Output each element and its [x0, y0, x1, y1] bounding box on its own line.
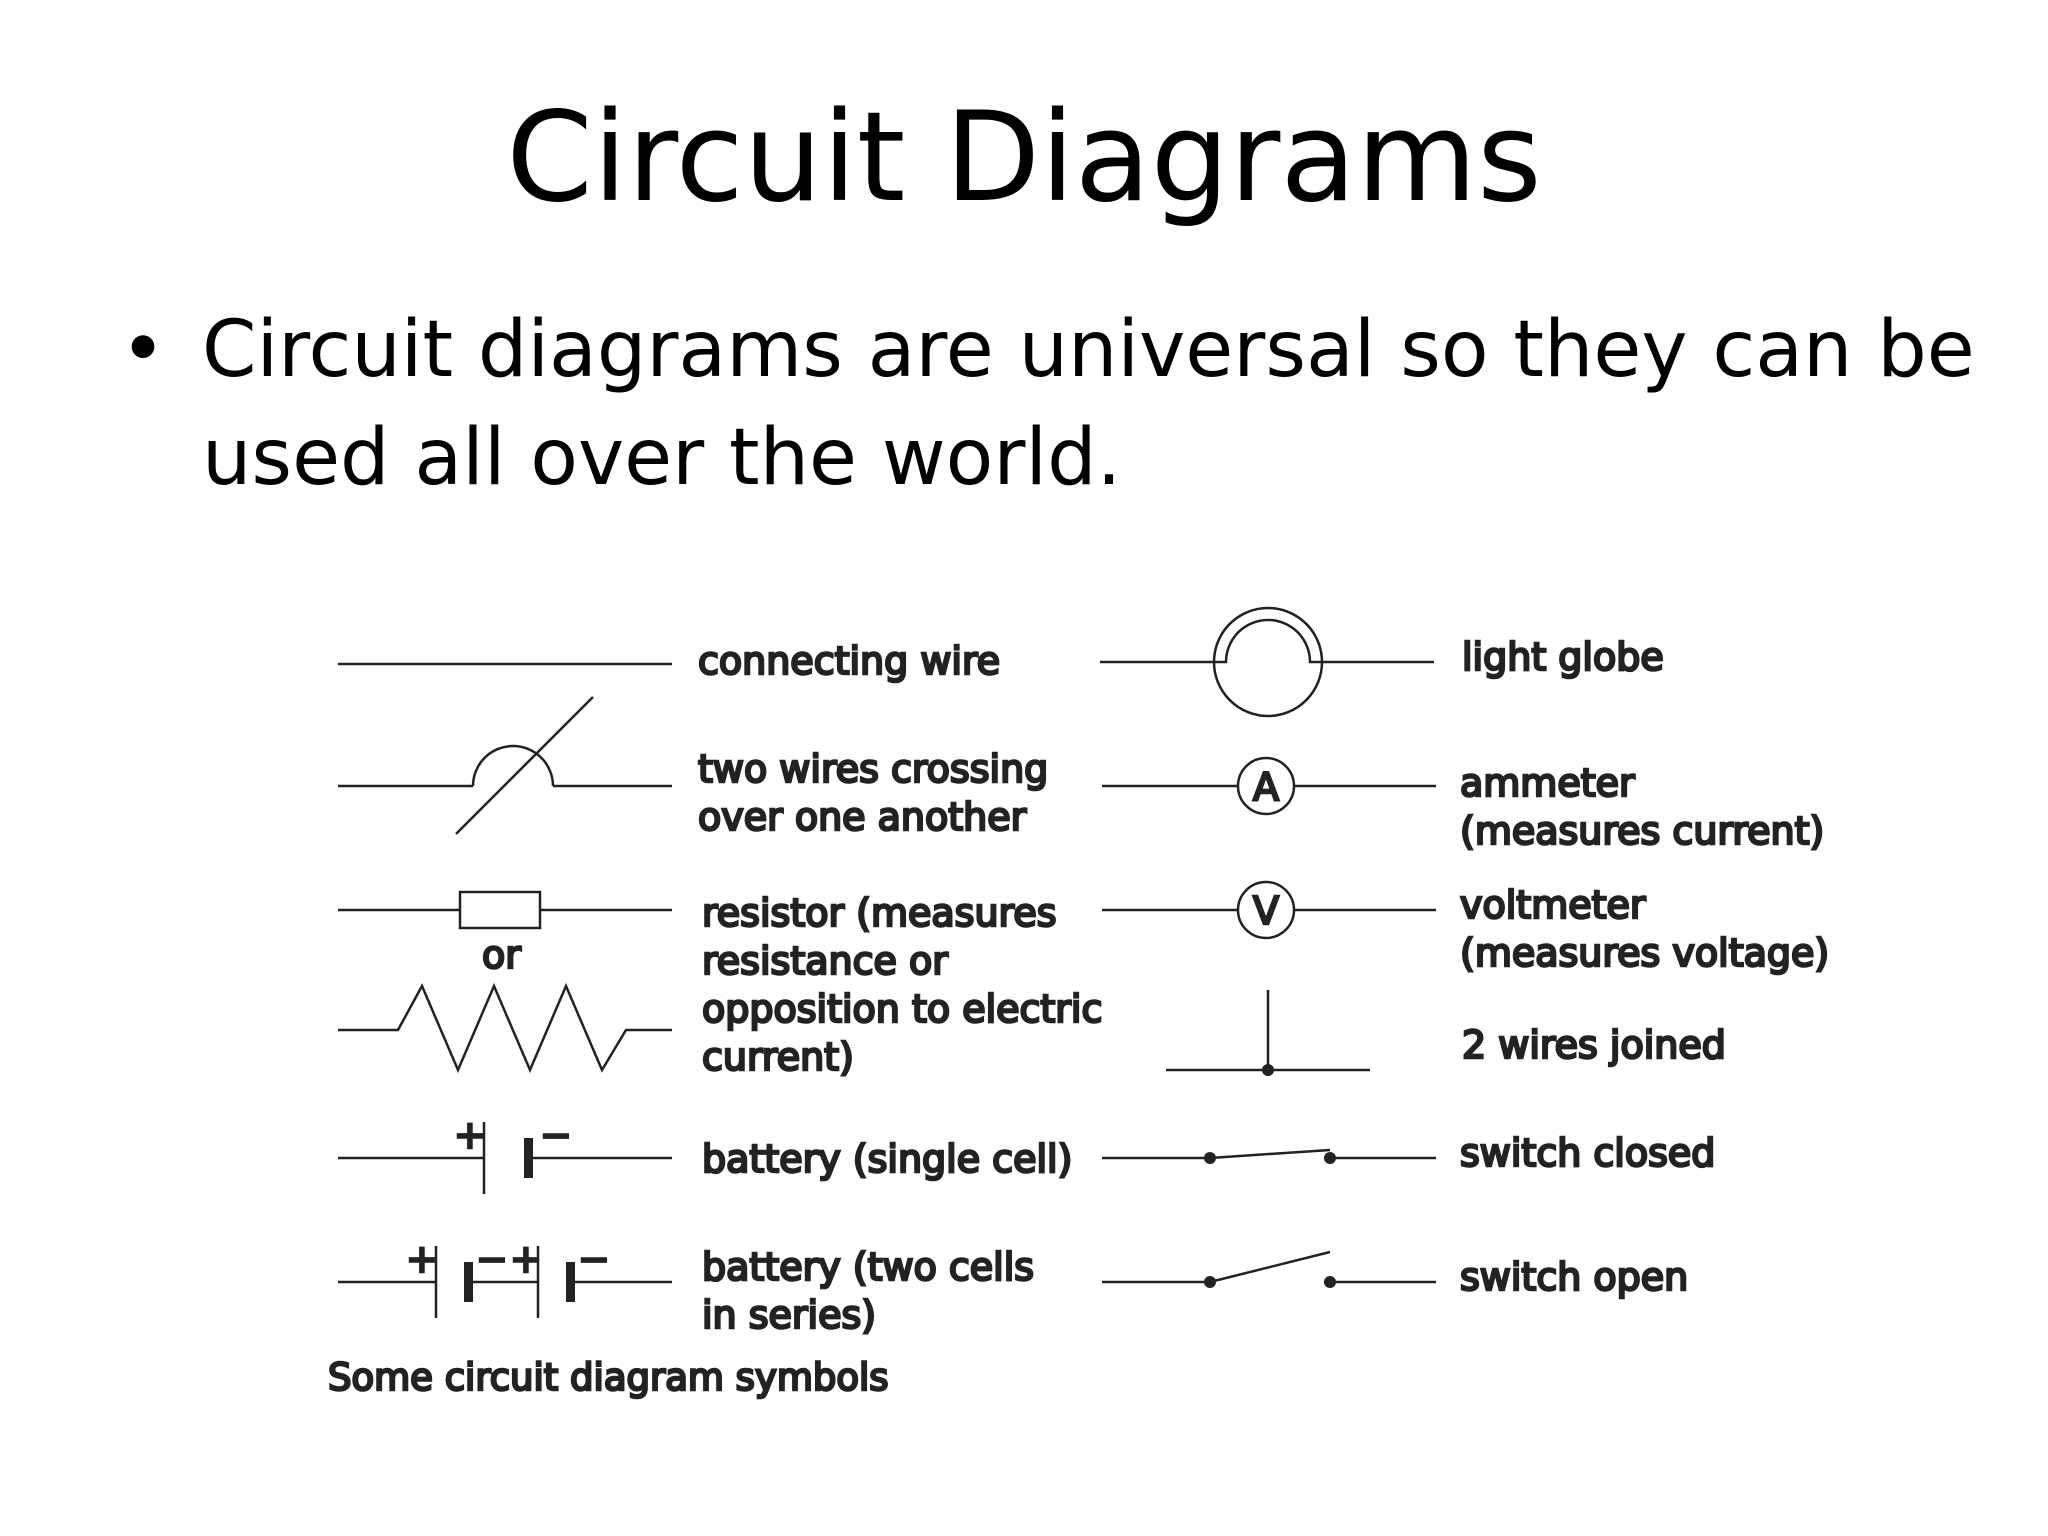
ammeter-label-line-2: (measures current) [1460, 809, 1824, 853]
resistor-or-label: or [482, 933, 521, 977]
diagram-caption: Some circuit diagram symbols [328, 1356, 889, 1399]
light-globe-label: light globe [1462, 635, 1664, 679]
resistor-label-line-4: current) [702, 1035, 854, 1079]
voltmeter-label-line-1: voltmeter [1460, 883, 1646, 927]
ammeter-label-line-1: ammeter [1460, 761, 1635, 805]
ammeter-symbol [1102, 756, 1436, 816]
wires-crossing-label-line-2: over one another [698, 795, 1027, 839]
battery-series-symbol [338, 1246, 672, 1318]
wires-crossing-label-line-1: two wires crossing [698, 747, 1048, 791]
light-globe-symbol [1100, 606, 1434, 718]
resistor-label-line-1: resistor (measures [702, 891, 1057, 935]
wires-crossing-symbol [338, 696, 672, 835]
switch-open-label: switch open [1460, 1255, 1688, 1299]
battery-series-plus-1: + [406, 1237, 438, 1281]
resistor-label-line-3: opposition to electric [702, 987, 1102, 1031]
connecting-wire-label: connecting wire [698, 639, 1000, 683]
voltmeter-label-line-2: (measures voltage) [1460, 931, 1829, 975]
battery-single-label: battery (single cell) [702, 1137, 1072, 1181]
voltmeter-letter: V [1253, 889, 1279, 933]
battery-single-minus: − [540, 1113, 572, 1157]
battery-single-plus: + [454, 1113, 486, 1157]
battery-series-minus-1: − [476, 1237, 508, 1281]
battery-series-label-line-2: in series) [702, 1293, 876, 1337]
battery-series-minus-2: − [578, 1237, 610, 1281]
bullet-dot: • [120, 305, 167, 395]
battery-single-symbol [338, 1122, 672, 1194]
switch-closed-label: switch closed [1460, 1131, 1715, 1175]
bullet-point: • Circuit diagrams are universal so they… [120, 296, 2000, 512]
battery-series-plus-2: + [510, 1237, 542, 1281]
resistor-label-line-2: resistance or [702, 939, 948, 983]
switch-closed-symbol [1102, 1148, 1436, 1164]
resistor-zigzag-symbol [338, 982, 672, 1074]
wires-joined-label: 2 wires joined [1462, 1023, 1726, 1067]
voltmeter-symbol [1102, 880, 1436, 940]
slide-title: Circuit Diagrams [506, 86, 1542, 230]
resistor-box-symbol [338, 890, 672, 930]
battery-series-label-line-1: battery (two cells [702, 1245, 1034, 1289]
ammeter-letter: A [1253, 765, 1279, 809]
wires-joined-symbol [1166, 990, 1370, 1076]
switch-open-symbol [1102, 1250, 1436, 1288]
bullet-text: Circuit diagrams are universal so they c… [202, 305, 1975, 503]
